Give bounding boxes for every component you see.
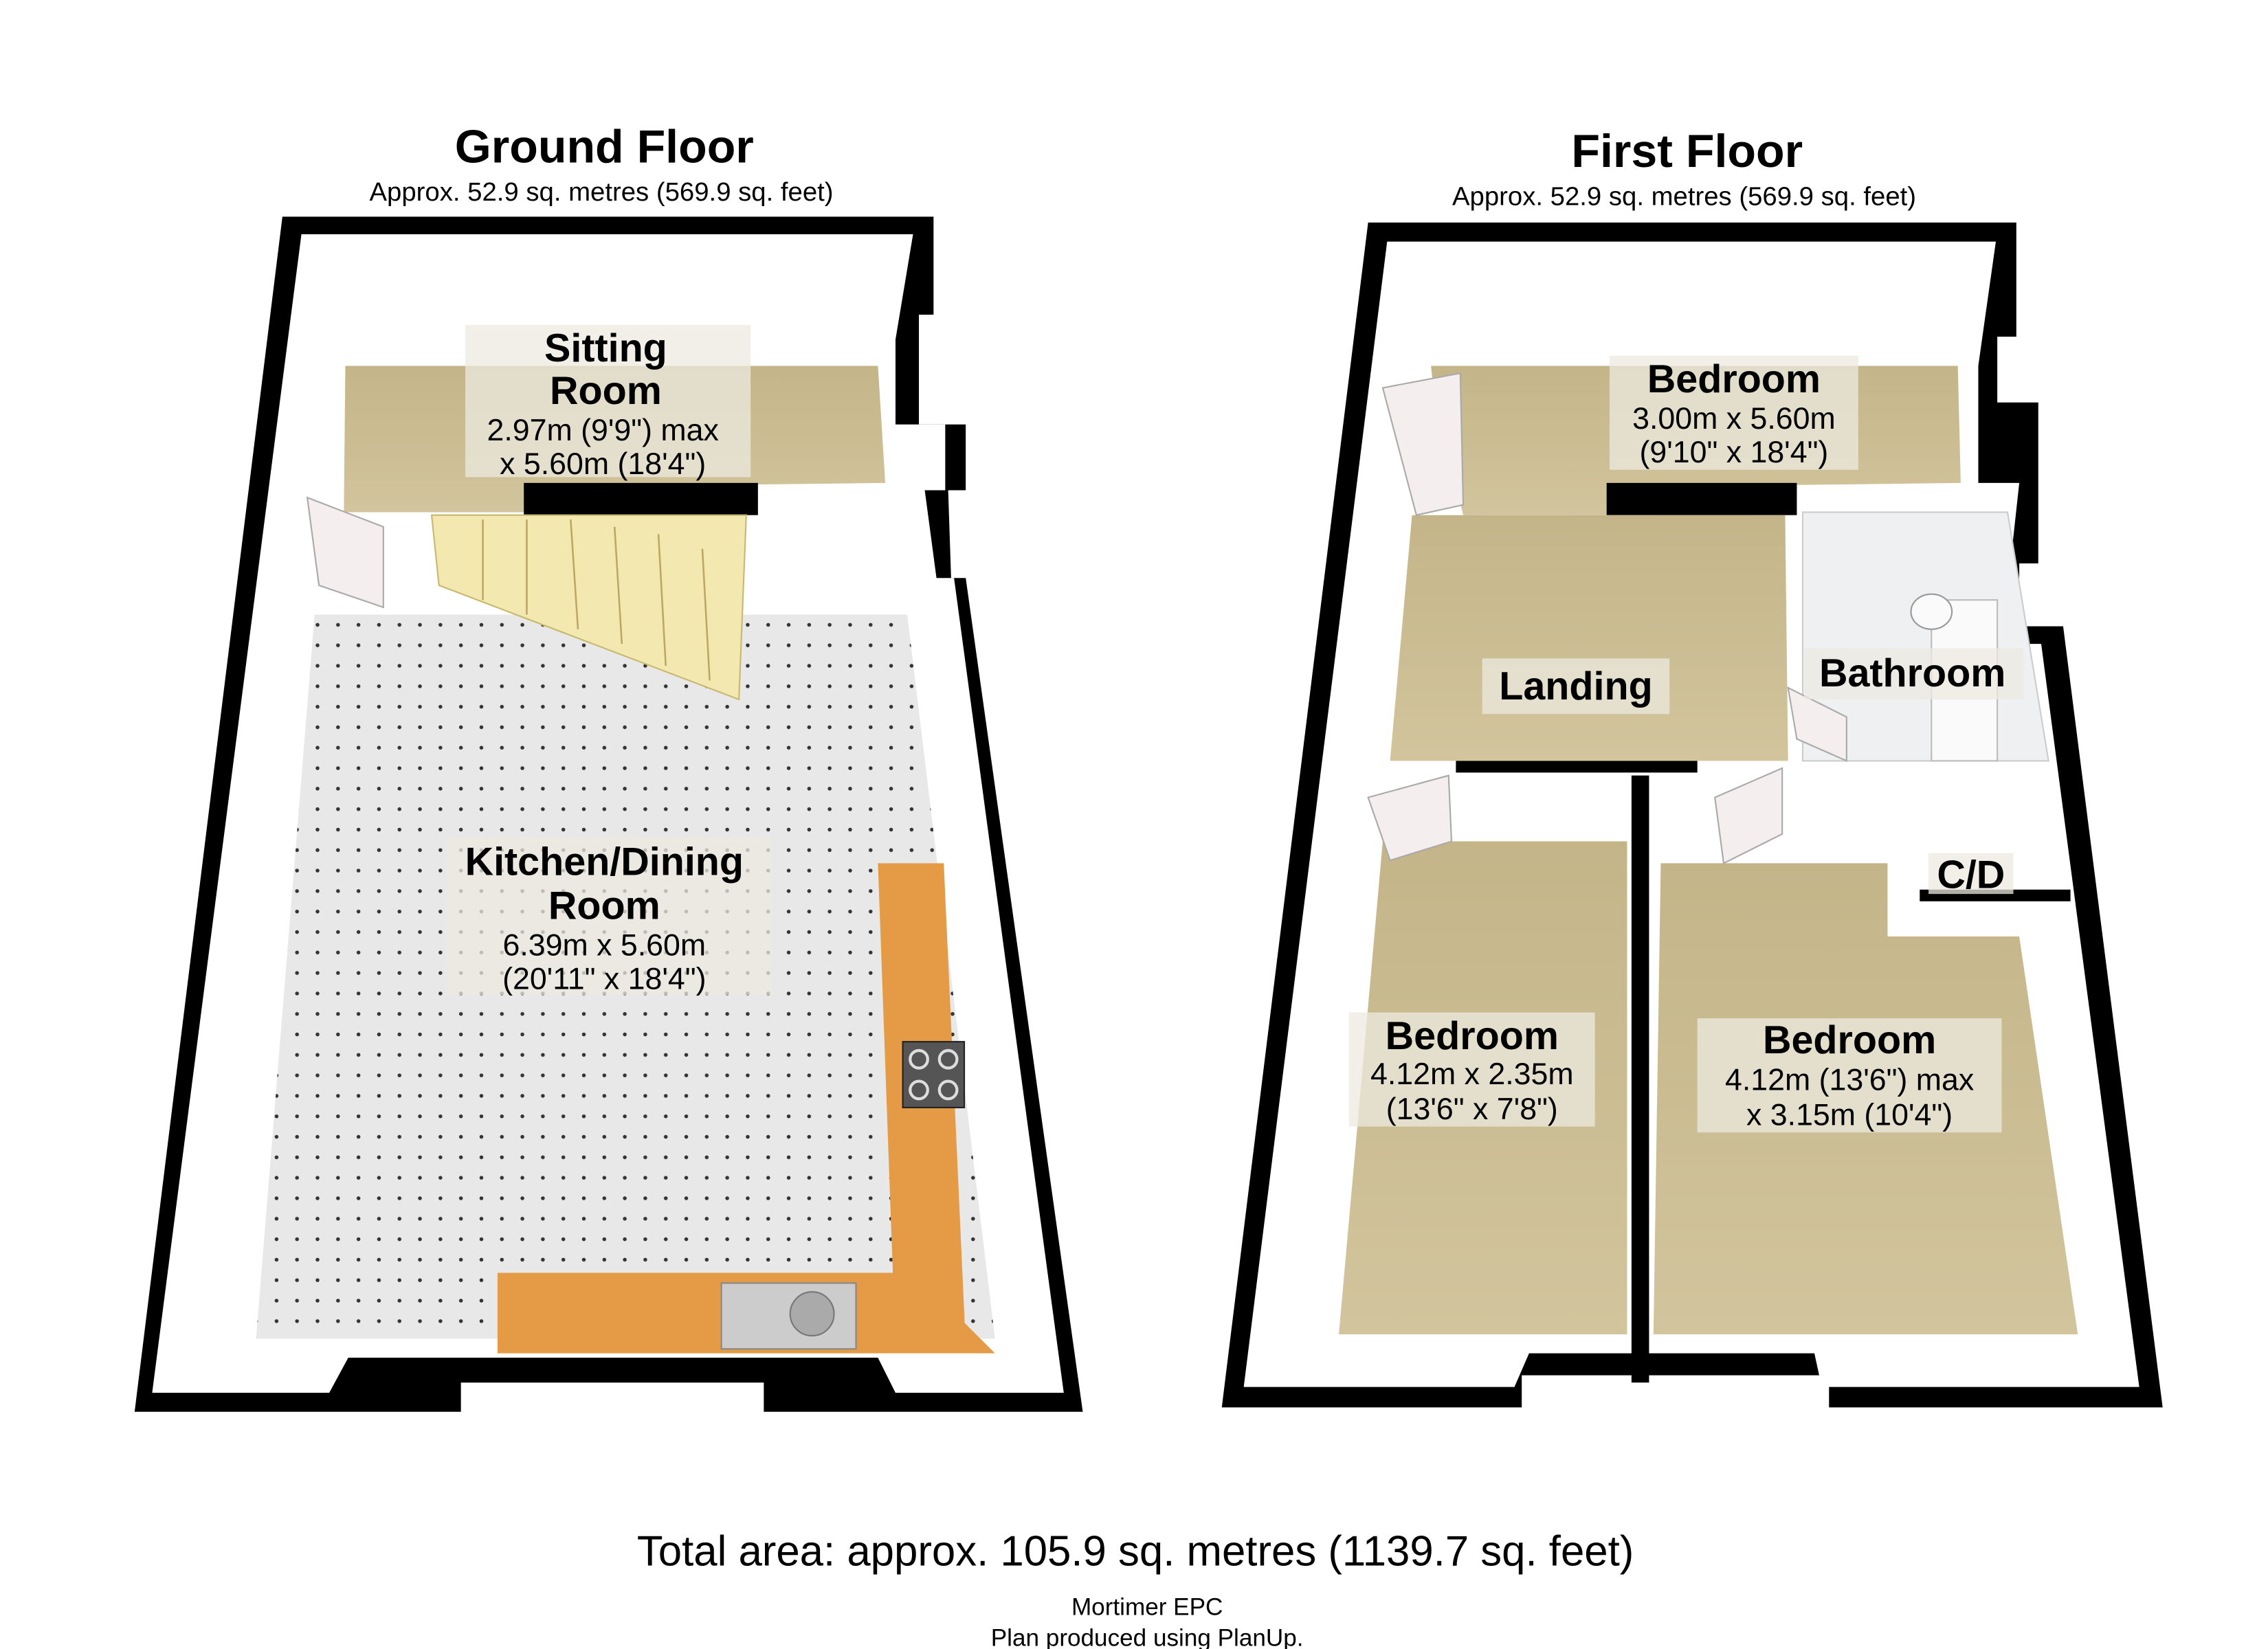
stair-steps: [482, 519, 711, 681]
kitchen-name-1: Kitchen/Dining: [465, 840, 744, 884]
cupboard-name: C/D: [1937, 853, 2005, 897]
hob-burners: [909, 1048, 959, 1101]
bedroom-right-name: Bedroom: [1763, 1018, 1936, 1062]
ground-floor-plan: Ground Floor Approx. 52.9 sq. metres (56…: [134, 121, 1083, 1412]
partition-wall: [524, 482, 758, 515]
bedroom-top-partition: [1606, 482, 1797, 515]
sitting-room-dim-1: 2.97m (9'9") max: [487, 414, 718, 447]
first-floor-area: Approx. 52.9 sq. metres (569.9 sq. feet): [1452, 181, 1916, 211]
company-name: Mortimer EPC: [1071, 1594, 1223, 1621]
landing-name: Landing: [1499, 664, 1652, 708]
sitting-room-name-2: Room: [550, 369, 662, 413]
bedroom-left-dim-2: (13'6" x 7'8"): [1386, 1092, 1558, 1126]
staircase: [430, 514, 747, 701]
plan-credit: Plan produced using PlanUp.: [991, 1624, 1304, 1649]
sink-bowl: [789, 1291, 835, 1337]
first-floor-title: First Floor: [1571, 125, 1803, 177]
toilet-icon: [1910, 593, 1953, 630]
bedroom-right-dim-1: 4.12m (13'6") max: [1725, 1063, 1974, 1097]
sink-icon: [720, 1282, 857, 1350]
bedroom-top-dim-2: (9'10" x 18'4"): [1639, 436, 1828, 469]
bedroom-top-dim-1: 3.00m x 5.60m: [1632, 402, 1836, 436]
bedroom-left-name: Bedroom: [1386, 1014, 1559, 1058]
first-floor-plan: First Floor Approx. 52.9 sq. metres (569…: [1221, 125, 2163, 1408]
ground-floor-title: Ground Floor: [455, 121, 754, 173]
door-bedroom-left[interactable]: [1367, 774, 1453, 862]
landing-wall: [1456, 761, 1698, 773]
total-area: Total area: approx. 105.9 sq. metres (11…: [637, 1527, 1634, 1575]
bedroom-left-dim-1: 4.12m x 2.35m: [1370, 1057, 1574, 1091]
sitting-room-dim-2: x 5.60m (18'4"): [500, 447, 706, 481]
bedroom-divider-wall: [1631, 775, 1649, 1383]
ground-floor-area: Approx. 52.9 sq. metres (569.9 sq. feet): [369, 177, 833, 207]
kitchen-name-2: Room: [548, 884, 660, 928]
door-bedroom-right[interactable]: [1714, 767, 1783, 865]
door-bathroom[interactable]: [1787, 686, 1847, 763]
door-bedroom-top[interactable]: [1381, 372, 1465, 516]
landing-floor: [1390, 515, 1788, 761]
bedroom-right-dim-2: x 3.15m (10'4"): [1746, 1099, 1953, 1132]
hob-icon: [902, 1041, 966, 1109]
sitting-room-name-1: Sitting: [544, 326, 667, 370]
bedroom-top-name: Bedroom: [1647, 357, 1821, 401]
bathroom-name: Bathroom: [1819, 651, 2005, 695]
kitchen-dim-1: 6.39m x 5.60m: [503, 929, 707, 963]
kitchen-dim-2: (20'11" x 18'4"): [502, 963, 706, 996]
ground-floor-door[interactable]: [306, 496, 384, 609]
